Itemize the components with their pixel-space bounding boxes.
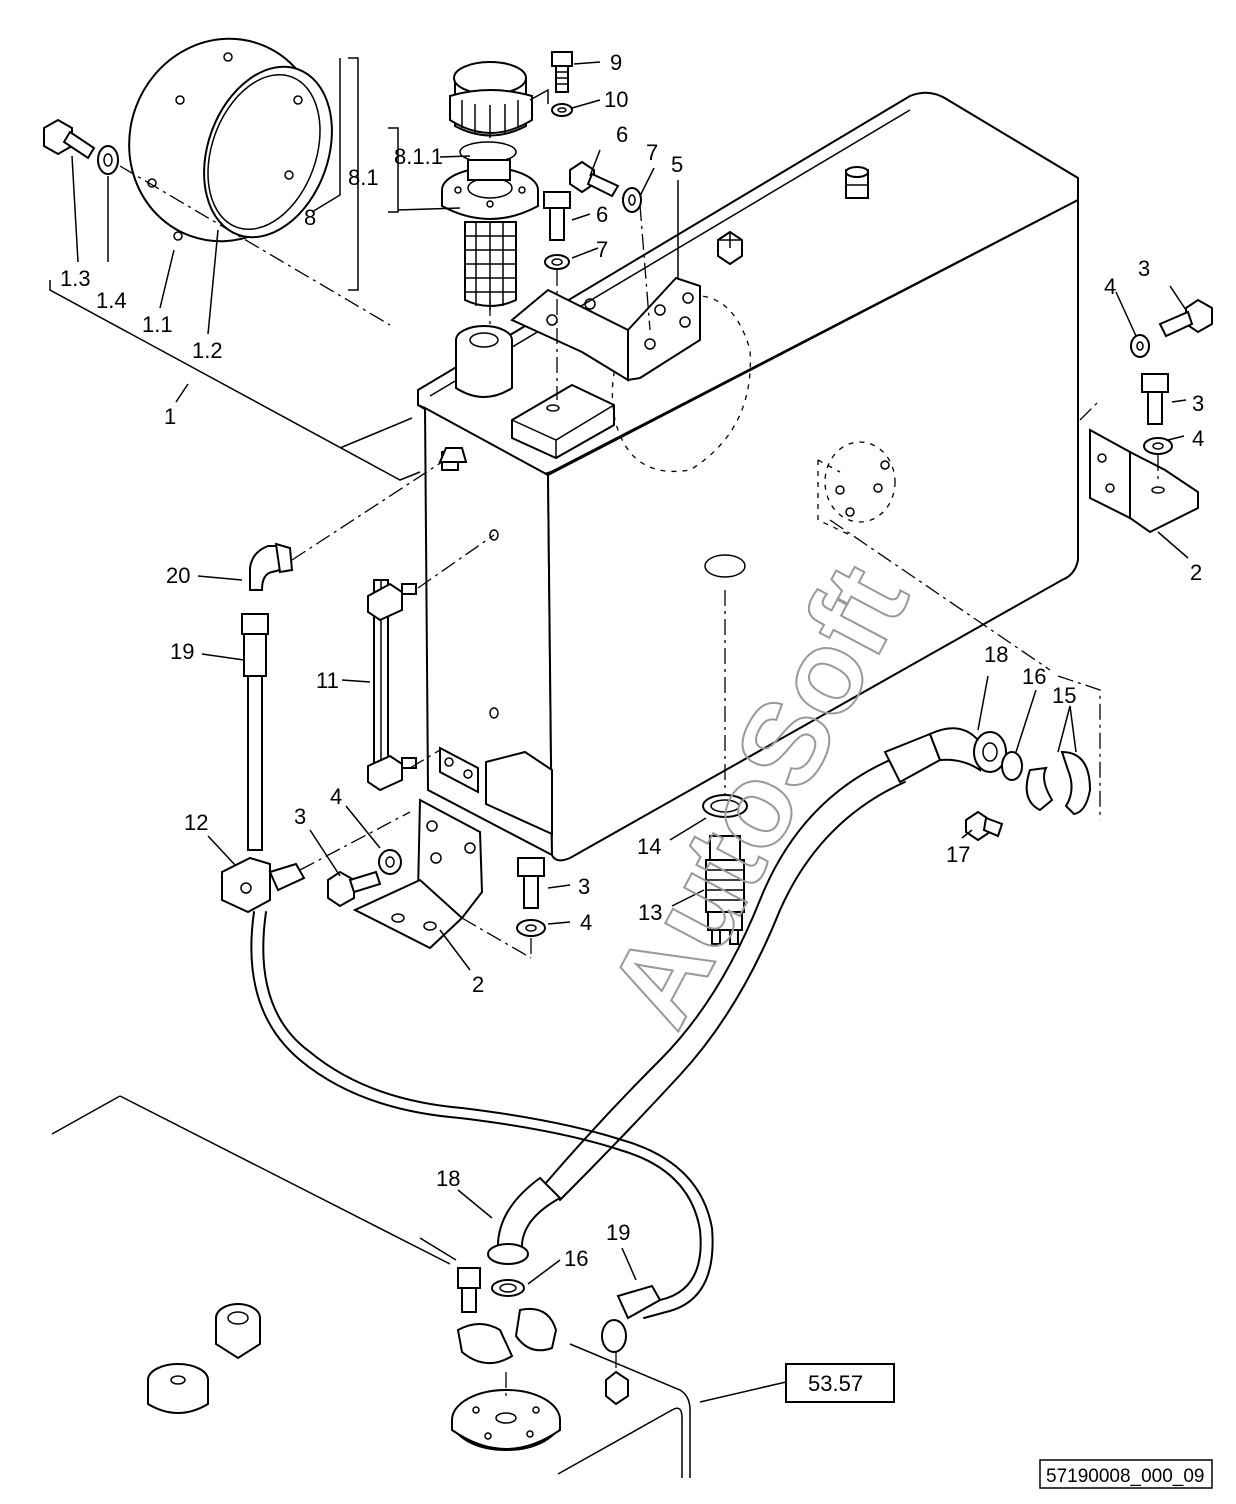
hose-19-end (601, 1284, 662, 1406)
callout-14: 14 (637, 834, 661, 859)
lower-structure (51, 1095, 691, 1478)
callout-8-1: 8.1 (348, 165, 379, 190)
figure-id-box (1039, 1459, 1213, 1489)
suction-line (456, 675, 1101, 1364)
callout-8: 8 (304, 205, 316, 230)
callout-12: 12 (184, 810, 208, 835)
left-bracket-2 (327, 798, 546, 959)
hydraulic-tank (417, 91, 1079, 862)
figure-id: 57190008_000_09 (1046, 1466, 1205, 1487)
callout-8-1-1: 8.1.1 (394, 144, 443, 169)
callout-1: 1 (164, 404, 176, 429)
leader-lines (49, 57, 1189, 1403)
callout-9: 9 (610, 50, 622, 75)
temperature-switch-13 (702, 590, 748, 945)
callout-7-upper: 7 (646, 140, 658, 165)
callout-17: 17 (946, 842, 970, 867)
hose-19-long (250, 911, 702, 1306)
callout-4-mid: 4 (580, 910, 592, 935)
level-gauge-11 (367, 534, 495, 792)
callout-18-right: 18 (984, 642, 1008, 667)
bracket-5 (510, 160, 701, 400)
callout-2-right: 2 (1190, 560, 1202, 585)
callout-19-lower: 19 (606, 1220, 630, 1245)
callout-3-left: 3 (294, 804, 306, 829)
callout-1-3: 1.3 (60, 266, 91, 291)
callout-7-lower: 7 (596, 237, 608, 262)
callout-2-left: 2 (472, 972, 484, 997)
callout-1-4: 1.4 (96, 288, 127, 313)
callout-11: 11 (316, 668, 339, 693)
callout-16-lower: 16 (564, 1246, 588, 1271)
reference-box-label: 53.57 (808, 1371, 863, 1396)
callout-20: 20 (166, 563, 190, 588)
callout-3-right-top: 3 (1138, 256, 1150, 281)
callout-3-right: 3 (1192, 391, 1204, 416)
callout-4-right: 4 (1104, 274, 1116, 299)
callout-6-lower: 6 (596, 202, 608, 227)
callout-6-upper: 6 (616, 122, 628, 147)
callout-4-left: 4 (330, 784, 342, 809)
callout-15: 15 (1052, 683, 1076, 708)
callout-19-left: 19 (170, 639, 194, 664)
callout-10: 10 (604, 87, 628, 112)
callout-1-1: 1.1 (142, 312, 173, 337)
callout-16-right: 16 (1022, 664, 1046, 689)
flange-ring-assembly (43, 37, 391, 326)
callout-13: 13 (638, 900, 662, 925)
left-return-line (221, 447, 468, 914)
callout-1-2: 1.2 (192, 338, 223, 363)
filler-breather-assembly (441, 51, 573, 325)
reference-box (785, 1363, 895, 1403)
callout-5: 5 (671, 152, 683, 177)
callout-18-lower: 18 (436, 1166, 460, 1191)
callout-4-right-lower: 4 (1192, 426, 1204, 451)
callouts: 9 10 8.1.1 8.1 8 6 7 5 6 7 1.3 1.4 1.1 1… (60, 50, 1204, 1271)
callout-3-mid: 3 (578, 874, 590, 899)
right-bracket-2 (1079, 298, 1213, 534)
